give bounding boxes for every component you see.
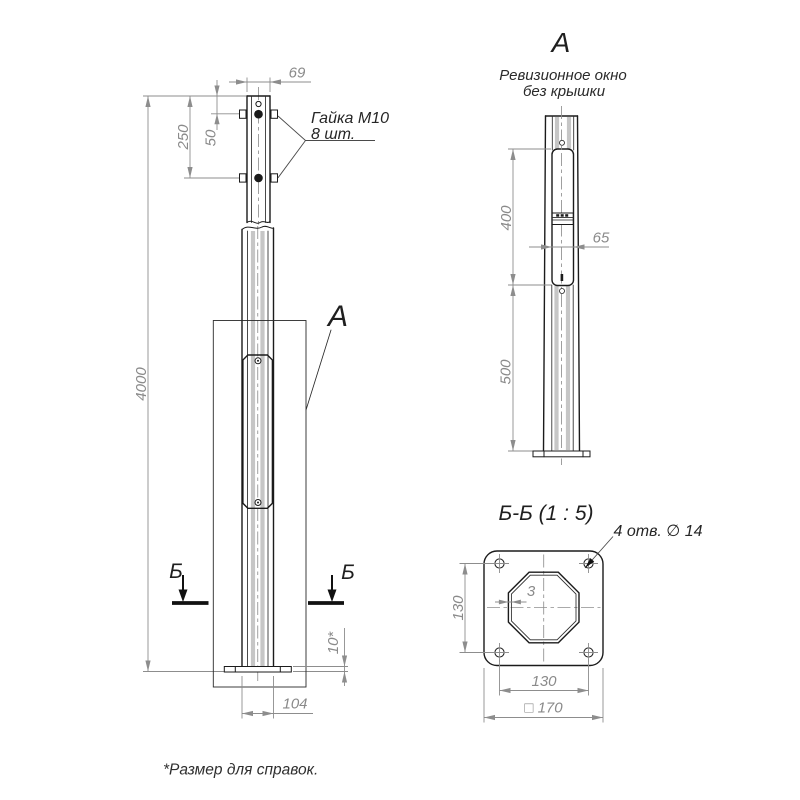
pole-main-body (241, 225, 275, 681)
dim-bolt-spacing-vertical: 130 (450, 563, 493, 653)
section-letter-left: Б (169, 560, 183, 583)
reference-footnote: *Размер для справок. (163, 762, 318, 779)
dim-nut-top-offset: 50 (203, 80, 239, 146)
svg-text:50: 50 (203, 129, 220, 146)
view-a-title: А (550, 27, 571, 58)
section-bb-title: Б-Б (1 : 5) (498, 502, 593, 525)
window-cover (242, 354, 274, 509)
section-bb: Б-Б (1 : 5) (450, 502, 703, 723)
section-mark-left: Б (169, 560, 209, 605)
main-view: А Б Б Гайка М10 8 шт. 69 (133, 65, 389, 719)
svg-text:400: 400 (498, 205, 515, 231)
nut-lower (239, 173, 278, 183)
view-a-subtitle-2: без крышки (523, 83, 606, 100)
svg-text:65: 65 (593, 230, 610, 247)
top-hole (255, 100, 262, 108)
nut-callout-text-1: Гайка М10 (311, 110, 389, 127)
svg-text:500: 500 (498, 359, 515, 385)
svg-text:4000: 4000 (133, 367, 150, 401)
pole-top-section (239, 87, 278, 226)
section-mark-right: Б (308, 561, 355, 605)
nut-upper (239, 109, 278, 119)
detail-a-boundary (212, 320, 307, 688)
nut-callout: Гайка М10 8 шт. (277, 110, 389, 179)
dim-top-width: 69 (229, 65, 311, 92)
svg-text:130: 130 (531, 673, 557, 690)
hole-below-window (559, 288, 565, 294)
svg-text:3: 3 (527, 583, 536, 600)
view-a-subtitle-1: Ревизионное окно (499, 67, 626, 84)
svg-text:□ 170: □ 170 (524, 700, 563, 717)
dim-pole-base-width: 104 (241, 676, 313, 719)
svg-text:104: 104 (282, 696, 307, 713)
nut-callout-text-2: 8 шт. (311, 126, 355, 143)
earth-bolt-mark (560, 274, 564, 281)
base-plate-side (223, 666, 292, 673)
dim-window-width: 65 (529, 230, 610, 250)
detail-a-leader (305, 329, 332, 411)
base-plate-view-a (532, 450, 591, 458)
svg-text:10*: 10* (325, 631, 342, 655)
holes-callout-text: 4 отв. ∅ 14 (614, 523, 703, 540)
svg-text:130: 130 (450, 595, 467, 621)
dim-nut-bottom-offset: 250 (175, 96, 239, 179)
pole-cross-section (507, 571, 580, 644)
svg-text:250: 250 (175, 124, 192, 151)
dim-wall-thickness: 3 (495, 583, 536, 605)
svg-text:69: 69 (289, 65, 306, 82)
hole-above-window (559, 139, 565, 146)
dim-bolt-spacing-horizontal: 130 (499, 659, 589, 696)
holes-callout: 4 отв. ∅ 14 (584, 523, 703, 569)
dim-pole-height: 4000 (133, 95, 246, 672)
pole-view-a (532, 106, 591, 465)
dim-window-height: 400 500 (498, 148, 552, 452)
detail-a-label: А (326, 300, 348, 333)
dim-plate-thickness: 10* (293, 628, 348, 686)
section-letter-right: Б (341, 561, 355, 584)
dim-plate-size: □ 170 (483, 668, 604, 723)
terminal-block (551, 212, 574, 225)
view-a: А Ревизионное окно без крышки (498, 27, 627, 465)
